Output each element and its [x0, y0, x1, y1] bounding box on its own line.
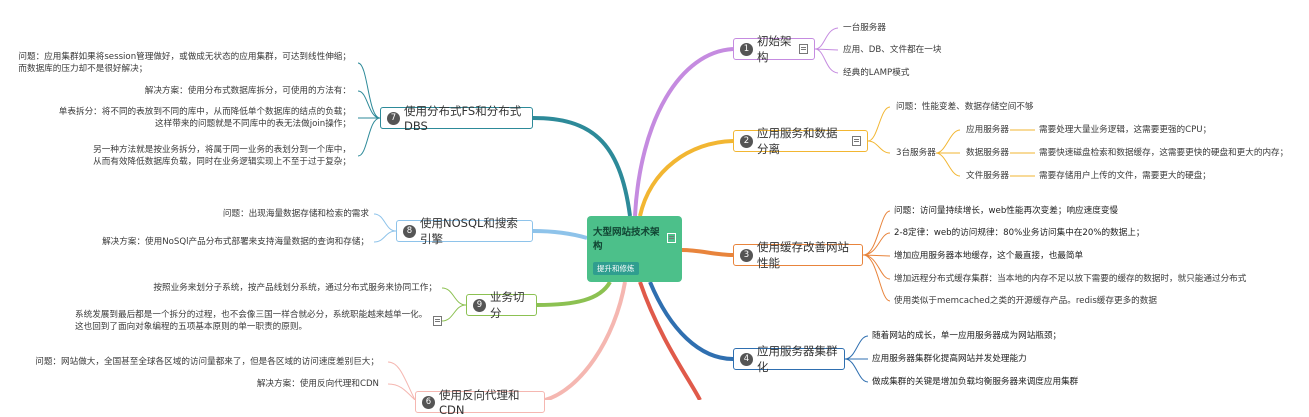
leaf-text: 增加应用服务器本地缓存，这个最直接，也最简单: [894, 251, 1084, 261]
server-desc: 需要处理大量业务逻辑，这需要更强的CPU；: [1039, 125, 1212, 135]
number-badge: 7: [387, 111, 400, 125]
server-name: 应用服务器: [966, 125, 1009, 135]
number-badge: 3: [740, 248, 753, 262]
leaf-text: 应用、DB、文件都在一块: [843, 45, 942, 55]
leaf-text: 解决方案：使用分布式数据库拆分，可使用的方法有：: [144, 86, 351, 96]
leaf-text: 另一种方法就是按业务拆分，将属于同一业务的表划分到一个库中， 从而有效降低数据库…: [93, 144, 351, 168]
leaf-text: 单表拆分：将不同的表放到不同的库中，从而降低单个数据库的结点的负载； 这样带来的…: [59, 106, 351, 130]
topic-cache-performance[interactable]: 3 使用缓存改善网站性能: [733, 240, 863, 270]
server-name: 文件服务器: [966, 171, 1009, 181]
leaf-line: 从而有效降低数据库负载，同时在业务逻辑实现上不至于过于复杂；: [93, 157, 351, 167]
leaf-text: 增加远程分布式缓存集群：当本地的内存不足以放下需要的缓存的数据时，就只能通过分布…: [894, 274, 1247, 284]
topic-nosql-search-engine[interactable]: 8 使用NOSQL和搜索引擎: [396, 216, 533, 246]
server-desc: 需要快速磁盘检索和数据缓存，这需要更快的硬盘和更大的内存；: [1039, 148, 1289, 158]
label-tag: 提升和修炼: [593, 262, 639, 275]
server-name: 数据服务器: [966, 148, 1009, 158]
number-badge: 1: [740, 42, 753, 56]
number-badge: 4: [740, 352, 753, 366]
leaf-text: 解决方案：使用反向代理和CDN: [256, 379, 379, 389]
leaf-text: 按照业务来划分子系统，按产品线划分系统，通过分布式服务来协同工作；: [153, 283, 437, 293]
topic-label: 应用服务和数据分离: [757, 126, 838, 156]
note-icon[interactable]: [852, 136, 861, 146]
leaf-text: 系统发展到最后都是一个拆分的过程，也不会像三国一样合就必分，系统职能越来越单一化…: [75, 309, 427, 333]
leaf-text: 2-8定律：web的访问规律：80%业务访问集中在20%的数据上；: [894, 228, 1145, 238]
leaf-text: 做成集群的关键是增加负载均衡服务器来调度应用集群: [872, 377, 1079, 387]
topic-label: 使用NOSQL和搜索引擎: [420, 216, 518, 246]
topic-business-split[interactable]: 9 业务切分: [466, 290, 537, 320]
topic-label: 使用缓存改善网站性能: [757, 240, 849, 270]
leaf-text: 问题：访问量持续增长，web性能再次变差；响应速度变慢: [894, 206, 1119, 216]
leaf-text: 解决方案：使用NoSQl产品分布式部署来支持海量数据的查询和存储；: [102, 237, 369, 247]
branch-connectors: [357, 27, 1035, 400]
server-desc: 需要存储用户上传的文件，需要更大的硬盘；: [1039, 171, 1211, 181]
topic-app-data-separation[interactable]: 2 应用服务和数据分离: [733, 126, 868, 156]
central-topic[interactable]: 大型网站技术架构 提升和修炼: [587, 216, 682, 282]
leaf-line: 另一种方法就是按业务拆分，将属于同一业务的表划分到一个库中，: [93, 145, 351, 155]
leaf-text: 应用服务器集群化提高网站并发处理能力: [872, 354, 1027, 364]
topic-initial-architecture[interactable]: 1 初始架构: [733, 34, 815, 64]
leaf-text: 3台服务器: [896, 148, 936, 158]
leaf-text: 一台服务器: [843, 23, 886, 33]
number-badge: 9: [473, 298, 486, 312]
number-badge: 2: [740, 134, 753, 148]
number-badge: 8: [403, 224, 416, 238]
note-icon[interactable]: [433, 316, 442, 326]
leaf-line: 系统发展到最后都是一个拆分的过程，也不会像三国一样合就必分，系统职能越来越单一化…: [75, 310, 428, 320]
note-icon[interactable]: [799, 44, 808, 54]
note-icon[interactable]: [667, 233, 676, 243]
leaf-text: 问题：性能变差、数据存储空间不够: [896, 102, 1034, 112]
leaf-text: 问题：应用集群如果将session管理做好，或做成无状态的应用集群，可达到线性伸…: [18, 51, 351, 75]
leaf-line: 这样带来的问题就是不同库中的表无法做join操作；: [155, 119, 351, 129]
leaf-text: 随着网站的成长，单一应用服务器成为网站瓶颈；: [872, 331, 1062, 341]
topic-app-server-cluster[interactable]: 4 应用服务器集群化: [733, 344, 845, 374]
leaf-text: 经典的LAMP模式: [843, 68, 910, 78]
leaf-line: 问题：应用集群如果将session管理做好，或做成无状态的应用集群，可达到线性伸…: [18, 52, 351, 62]
topic-label: 使用反向代理和CDN: [439, 388, 520, 417]
topic-distributed-fs-dbs[interactable]: 7 使用分布式FS和分布式DBS: [380, 104, 533, 133]
topic-label: 使用分布式FS和分布式DBS: [404, 104, 522, 133]
topic-label: 应用服务器集群化: [757, 344, 838, 374]
number-badge: 6: [422, 395, 435, 409]
leaf-line: 这也回到了面向对象编程的五项基本原则的单一职责的原则。: [75, 322, 308, 332]
leaf-text: 问题：网站做大，全国甚至全球各区域的访问量都来了，但是各区域的访问速度差别巨大；: [35, 357, 379, 367]
leaf-line: 单表拆分：将不同的表放到不同的库中，从而降低单个数据库的结点的负载；: [58, 107, 351, 117]
topic-label: 业务切分: [490, 290, 525, 320]
topic-reverse-proxy-cdn[interactable]: 6 使用反向代理和CDN: [415, 388, 545, 417]
leaf-text: 使用类似于memcached之类的开源缓存产品。redis缓存更多的数据: [894, 296, 1157, 306]
leaf-line: 而数据库的压力却不是很好解决；: [18, 64, 148, 74]
topic-label: 初始架构: [757, 34, 792, 64]
central-topic-title: 大型网站技术架构: [593, 227, 660, 252]
leaf-text: 问题：出现海量数据存储和检索的需求: [222, 209, 369, 219]
